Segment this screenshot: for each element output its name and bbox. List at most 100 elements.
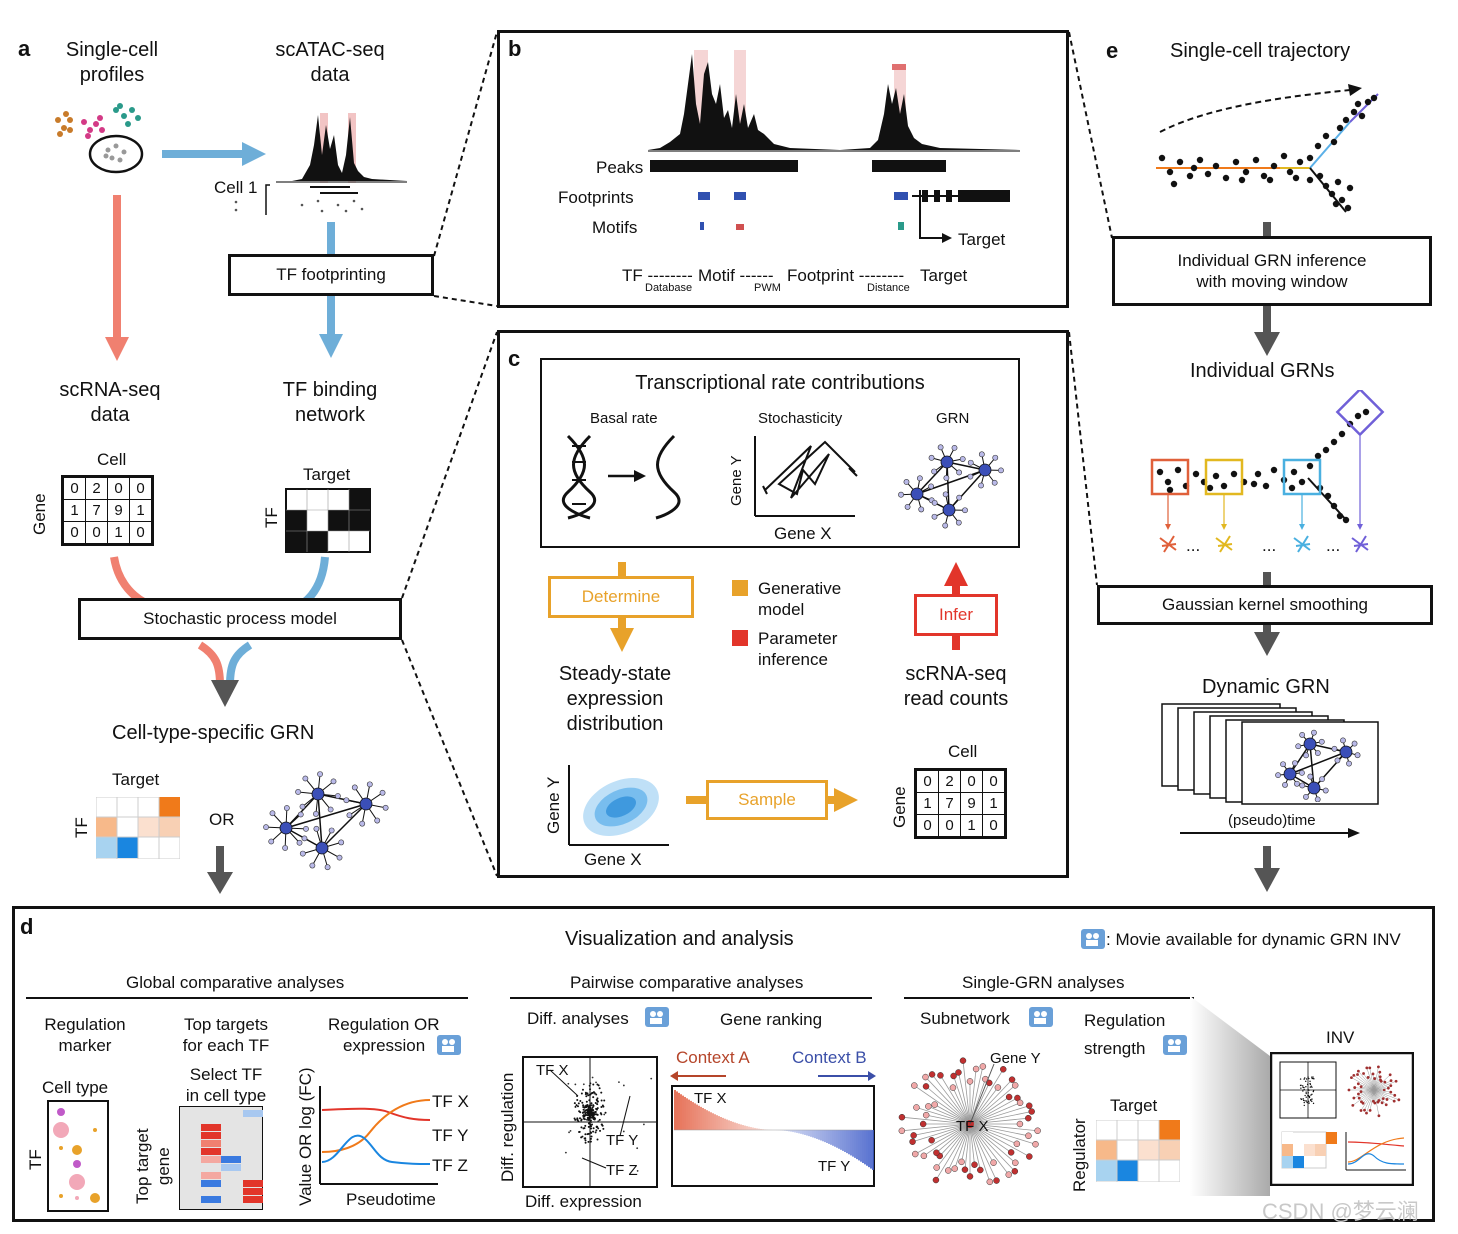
visualization-title: Visualization and analysis <box>565 928 794 950</box>
subnetwork-plot <box>898 1057 1041 1186</box>
gene-axis-c: Gene <box>890 786 909 828</box>
pseudotime-axis: Pseudotime <box>346 1190 436 1209</box>
basal-rate-label: Basal rate <box>590 410 658 427</box>
panel-c-letter: c <box>508 346 521 371</box>
subnet-tf-x: TF X <box>956 1118 989 1135</box>
panel-a-letter: a <box>18 36 31 61</box>
matrix-cell: 1 <box>982 792 1006 815</box>
time-arrow <box>1180 828 1360 838</box>
dynamic-grn-network <box>1275 729 1361 802</box>
gaussian-smoothing-box: Gaussian kernel smoothing <box>1097 585 1433 625</box>
matrix-cell: 0 <box>62 476 86 500</box>
context-a-label: Context A <box>676 1048 750 1067</box>
infer-box: Infer <box>914 594 998 636</box>
panel-b-letter: b <box>508 36 522 61</box>
matrix-cell: 0 <box>129 521 153 545</box>
scatter-tf-x: TF X <box>536 1062 569 1079</box>
panel-e-letter: e <box>1106 38 1119 63</box>
stochasticity-plot <box>754 436 858 517</box>
cell-type-grn-title: Cell-type-specific GRN <box>112 722 315 744</box>
matrix-cell: 2 <box>938 769 961 793</box>
ranking-tf-x: TF X <box>694 1090 727 1107</box>
peaks-label: Peaks <box>596 158 644 177</box>
arrow-to-scatac <box>162 142 266 166</box>
matrix-cell: 9 <box>960 792 983 815</box>
trajectory-plot <box>1156 84 1379 213</box>
dynamic-grn-title: Dynamic GRN <box>1202 676 1330 698</box>
individual-grns-title: Individual GRNs <box>1190 360 1335 382</box>
global-divider <box>26 997 468 999</box>
windowed-trajectory <box>1150 390 1385 553</box>
pairwise-title: Pairwise comparative analyses <box>570 973 804 992</box>
panel-d-letter: d <box>20 914 34 939</box>
sample-box: Sample <box>706 780 828 820</box>
connector-lines <box>401 31 1113 877</box>
strength-heatmap <box>1096 1120 1180 1182</box>
gene-y-label-2: Gene Y <box>544 776 563 834</box>
cell-profiles-illustration <box>55 103 144 174</box>
motifs-label: Motifs <box>592 218 638 237</box>
matrix-cell: 1 <box>107 521 130 545</box>
regulation-marker-plot <box>47 1100 109 1212</box>
footprints-label: Footprints <box>558 188 634 207</box>
gene-ranking-plot <box>670 1071 876 1187</box>
rate-contributions-title: Transcriptional rate contributions <box>635 372 925 394</box>
subnet-gene-y: Gene Y <box>990 1050 1041 1067</box>
tf-axis-d: TF <box>26 1149 45 1170</box>
subnetwork-label: Subnetwork <box>920 1009 1010 1028</box>
ellipsis-3: ... <box>1326 536 1341 555</box>
chain-target: Target <box>920 266 968 285</box>
cell-title-c: Cell <box>948 742 978 761</box>
trajectory-title: Single-cell trajectory <box>1170 40 1351 62</box>
gene-y-label: Gene Y <box>728 455 745 506</box>
inv-dashboard <box>1270 1052 1414 1186</box>
peak-tracks <box>648 50 1020 243</box>
cell-type-label: Cell type <box>42 1078 109 1097</box>
ellipsis-2: ... <box>1262 536 1277 555</box>
ellipsis-1: ... <box>1186 536 1201 555</box>
movie-icon <box>437 1035 461 1055</box>
ranking-tf-y: TF Y <box>818 1158 851 1175</box>
matrix-cell: 0 <box>915 814 939 838</box>
arrow-down-d <box>207 846 233 894</box>
scatter-tf-z: TF Z <box>606 1162 638 1179</box>
grn-label: GRN <box>936 410 970 427</box>
movie-icon <box>645 1007 669 1027</box>
cell-matrix-title: Cell <box>97 450 127 469</box>
scatac-peaks-mini <box>265 113 407 215</box>
global-analyses-title: Global comparative analyses <box>126 973 345 992</box>
legend-parameter-swatch <box>732 630 748 646</box>
arrow-down-scrna <box>105 195 129 361</box>
tf-footprinting-box: TF footprinting <box>228 254 434 296</box>
tf-x-label: TF X <box>432 1092 469 1111</box>
movie-note: : Movie available for dynamic GRN INV <box>1106 930 1401 949</box>
pairwise-divider <box>510 997 872 999</box>
binding-matrix <box>285 488 371 553</box>
pseudotime-label: (pseudo)time <box>1228 812 1316 829</box>
chain-sub-database: Database <box>645 282 693 294</box>
top-targets-heatmap <box>179 1106 263 1210</box>
chain-motif: Motif ------ <box>698 266 774 285</box>
strength-target-label: Target <box>1110 1096 1158 1115</box>
matrix-cell: 0 <box>982 814 1006 838</box>
distribution-plot <box>568 765 669 846</box>
grn-network-c <box>898 444 1004 529</box>
chain-sub-pwm: PWM <box>754 282 781 294</box>
matrix-cell: 0 <box>129 476 153 500</box>
gene-ranking-label: Gene ranking <box>720 1010 823 1029</box>
inv-title: INV <box>1326 1028 1355 1047</box>
or-label: OR <box>209 810 235 829</box>
